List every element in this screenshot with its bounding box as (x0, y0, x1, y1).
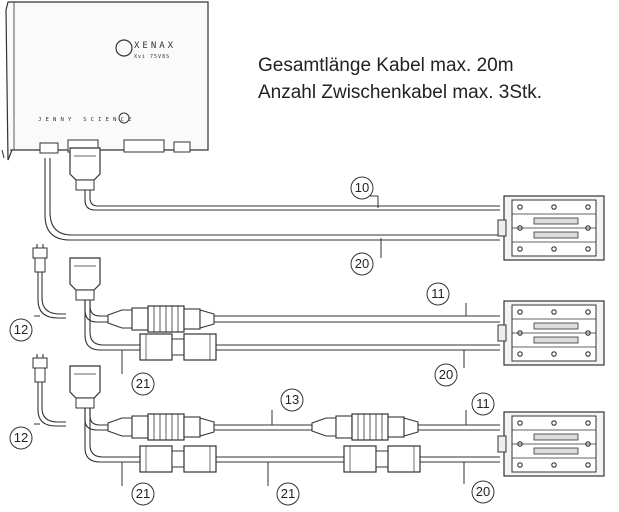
callout-20-row1: 20 (350, 238, 382, 276)
svg-text:20: 20 (476, 484, 490, 499)
svg-text:12: 12 (14, 430, 28, 445)
callout-21-row3-left: 21 (121, 462, 155, 506)
note-total-cable-length: Gesamtlänge Kabel max. 20m (258, 55, 514, 76)
row-1-direct-cable (44, 147, 605, 261)
callout-13-row3: 13 (271, 388, 304, 425)
callout-10: 10 (350, 176, 379, 208)
callout-12-row2: 12 (9, 315, 40, 342)
callout-21-row2: 21 (121, 350, 155, 396)
svg-text:10: 10 (355, 180, 369, 195)
svg-text:11: 11 (431, 286, 445, 301)
row-2-one-extension (32, 243, 605, 366)
callout-20-row3: 20 (463, 462, 495, 504)
controller-box: XENAX Xvi 75V8S JENNY SCIENCE (1, 1, 209, 161)
callout-11-row3: 11 (465, 392, 495, 425)
row-3-two-extensions (32, 353, 605, 477)
controller-maker: JENNY SCIENCE (38, 117, 136, 123)
brand-logo-icon (115, 39, 133, 57)
callout-21-row3-middle: 21 (267, 462, 300, 506)
svg-text:21: 21 (136, 486, 150, 501)
callout-12-row3: 12 (9, 423, 40, 450)
svg-text:21: 21 (136, 376, 150, 391)
controller-brand: XENAX (134, 41, 176, 51)
svg-text:11: 11 (476, 396, 490, 411)
svg-text:21: 21 (281, 486, 295, 501)
svg-text:20: 20 (355, 256, 369, 271)
svg-text:12: 12 (14, 322, 28, 337)
note-max-intermediate-cables: Anzahl Zwischenkabel max. 3Stk. (258, 82, 543, 103)
svg-text:13: 13 (285, 392, 299, 407)
callout-11-row2: 11 (426, 282, 467, 316)
callout-20-row2: 20 (434, 350, 465, 387)
controller-model: Xvi 75V8S (134, 54, 170, 60)
svg-text:20: 20 (439, 367, 453, 382)
